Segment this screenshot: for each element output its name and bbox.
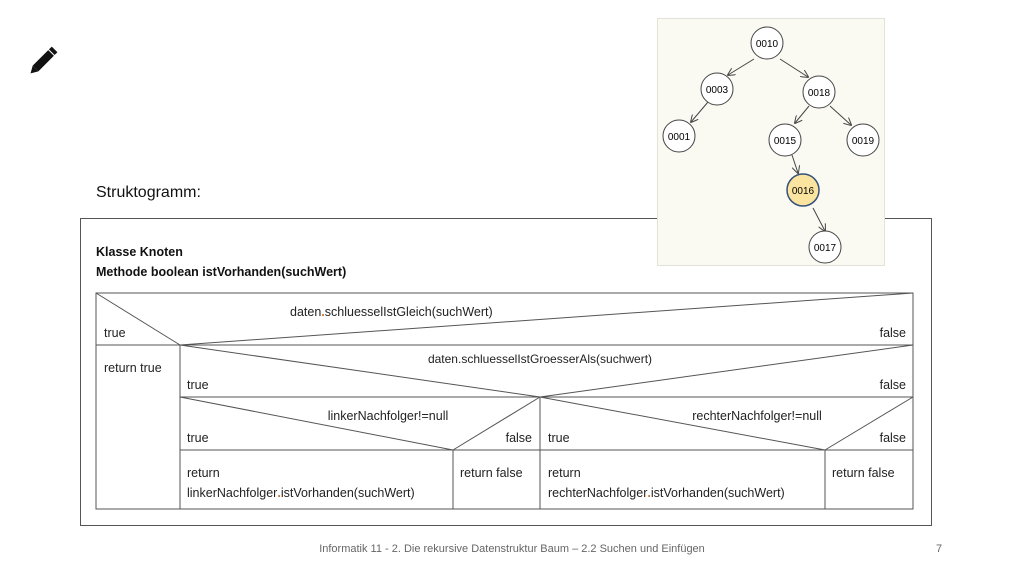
svg-text:0019: 0019 bbox=[852, 136, 875, 147]
edge-0010-0018 bbox=[779, 58, 808, 77]
svg-text:0018: 0018 bbox=[808, 88, 831, 99]
tree-node-0016-highlighted: 0016 bbox=[786, 173, 820, 207]
cond4-false: false bbox=[880, 431, 906, 445]
cond1-false: false bbox=[880, 326, 906, 340]
svg-text:0010: 0010 bbox=[756, 39, 779, 50]
edge-0018-0015 bbox=[795, 105, 810, 123]
class-method-header: Klasse Knoten Methode boolean istVorhand… bbox=[96, 242, 346, 282]
svg-text:0001: 0001 bbox=[668, 132, 691, 143]
cond3-false: false bbox=[506, 431, 532, 445]
return-true-block: return true bbox=[104, 361, 162, 375]
right-return-line1: return bbox=[548, 466, 581, 480]
cond1-text: daten.schluesselIstGleich(suchWert) bbox=[290, 305, 493, 319]
method-signature: Methode boolean istVorhanden(suchWert) bbox=[96, 265, 347, 279]
svg-text:0017: 0017 bbox=[814, 243, 837, 254]
edge-0003-0001 bbox=[691, 101, 709, 122]
tree-node-0018: 0018 bbox=[802, 75, 836, 109]
svg-text:0015: 0015 bbox=[774, 136, 797, 147]
cond2-true: true bbox=[187, 378, 209, 392]
cond3-text: linkerNachfolger!=null bbox=[328, 409, 449, 423]
tree-node-0019: 0019 bbox=[846, 123, 880, 157]
tree-node-0001: 0001 bbox=[662, 119, 696, 153]
cond1-true: true bbox=[104, 326, 126, 340]
tree-node-0003: 0003 bbox=[700, 72, 734, 106]
cond2-false: false bbox=[880, 378, 906, 392]
cond2-text: daten.schluesselIstGroesserAls(suchwert) bbox=[428, 352, 652, 366]
edge-0016-0017 bbox=[812, 207, 825, 231]
struktogramm-heading: Struktogramm: bbox=[96, 184, 201, 201]
binary-tree-image: 0010 0003 0018 0001 0015 0019 bbox=[657, 18, 885, 266]
svg-text:0016: 0016 bbox=[792, 186, 815, 197]
edge-0010-0003 bbox=[728, 58, 755, 75]
tree-node-0017: 0017 bbox=[808, 230, 842, 264]
cond4-text: rechterNachfolger!=null bbox=[692, 409, 822, 423]
nassi-frame bbox=[80, 218, 932, 526]
page-number: 7 bbox=[936, 543, 943, 555]
edge-0015-0016 bbox=[791, 154, 798, 173]
svg-text:0003: 0003 bbox=[706, 85, 729, 96]
left-return-line2: linkerNachfolger.istVorhanden(suchWert) bbox=[187, 486, 415, 500]
tree-node-0015: 0015 bbox=[768, 123, 802, 157]
left-return-line1: return bbox=[187, 466, 220, 480]
pencil-icon bbox=[30, 46, 58, 74]
footer-text: Informatik 11 - 2. Die rekursive Datenst… bbox=[319, 543, 705, 555]
return-false-right: return false bbox=[832, 466, 895, 480]
edge-0018-0019 bbox=[829, 105, 851, 125]
cond3-true: true bbox=[187, 431, 209, 445]
tree-node-0010: 0010 bbox=[750, 26, 784, 60]
cond4-true: true bbox=[548, 431, 570, 445]
return-false-left: return false bbox=[460, 466, 523, 480]
class-name: Klasse Knoten bbox=[96, 245, 183, 259]
right-return-line2: rechterNachfolger.istVorhanden(suchWert) bbox=[548, 486, 785, 500]
